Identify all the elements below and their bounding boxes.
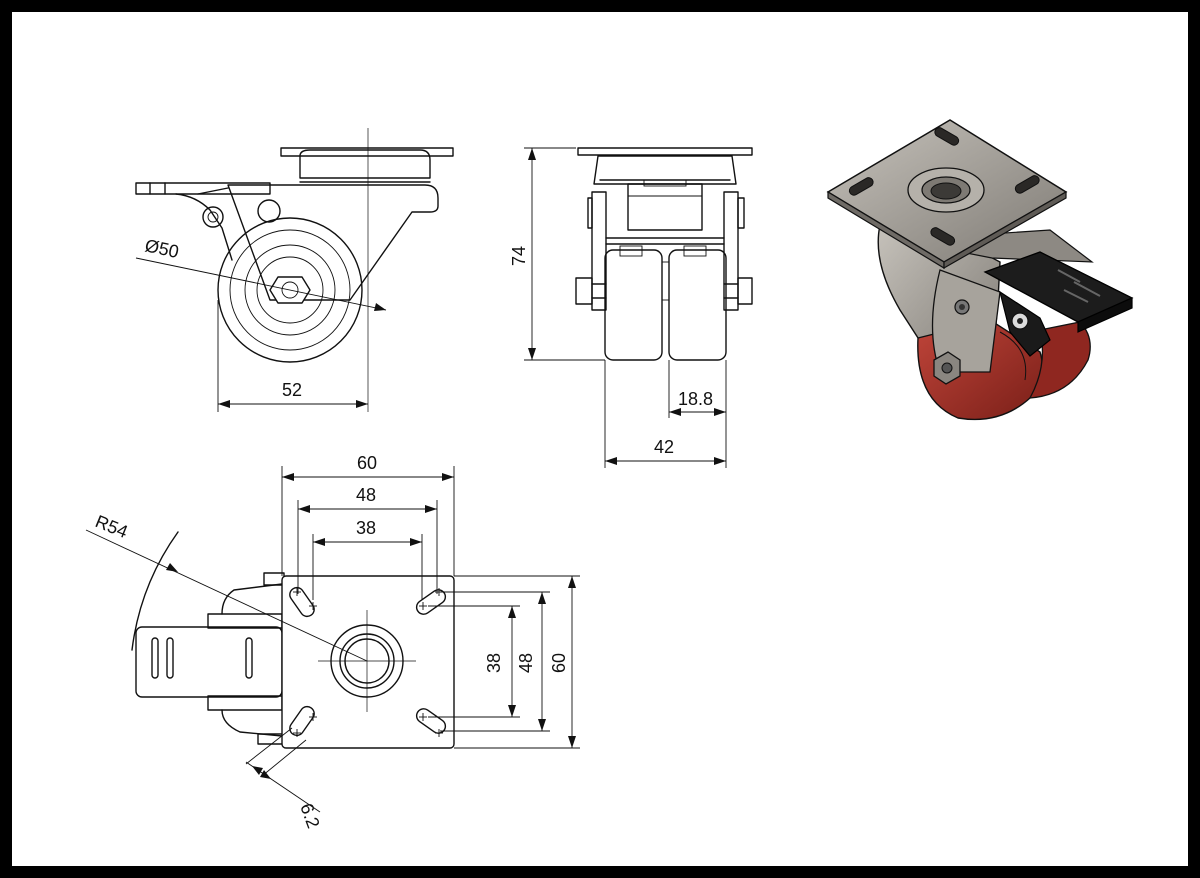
front-fork-right: [723, 191, 739, 311]
front-axle-nut-left: [575, 277, 593, 305]
top-vert-inner-label: 38: [484, 653, 504, 673]
front-wheel-right: [668, 249, 727, 361]
isometric-render: [826, 119, 1134, 421]
top-swivel-arc: [131, 531, 179, 651]
side-rivet: [257, 199, 281, 223]
front-width-label: 42: [654, 437, 674, 457]
top-plate-height-label: 60: [549, 653, 569, 673]
top-slot-width-label: 6.2: [296, 801, 323, 831]
front-fork-left: [591, 191, 607, 311]
side-width-label: 52: [282, 380, 302, 400]
front-axle-nut-right: [737, 277, 753, 305]
top-radius-label: R54: [93, 511, 131, 542]
top-view: R54 60 48 38 38 48: [85, 453, 580, 831]
front-wheel-left: [604, 249, 663, 361]
top-hole-outer-label: 48: [356, 485, 376, 505]
top-hole-inner-label: 38: [356, 518, 376, 538]
top-vert-outer-label: 48: [516, 653, 536, 673]
side-wheel: [217, 217, 363, 363]
side-view: Ø50 52: [135, 128, 454, 412]
front-view: 74 18.8 42: [509, 147, 753, 468]
front-height-label: 74: [509, 246, 529, 266]
side-swivel-housing: [299, 149, 431, 179]
side-top-plate: [280, 147, 454, 157]
top-mount-slots: [289, 586, 447, 737]
front-top-plate: [577, 147, 753, 156]
front-wheel-width-label: 18.8: [678, 389, 713, 409]
side-diameter-label: Ø50: [143, 235, 180, 262]
front-swivel-housing: [593, 155, 737, 185]
top-mount-plate: [281, 575, 455, 749]
front-brake-block: [627, 183, 703, 231]
top-plate-width-label: 60: [357, 453, 377, 473]
side-brake-pedal: [135, 182, 271, 195]
side-fork: [227, 184, 439, 301]
